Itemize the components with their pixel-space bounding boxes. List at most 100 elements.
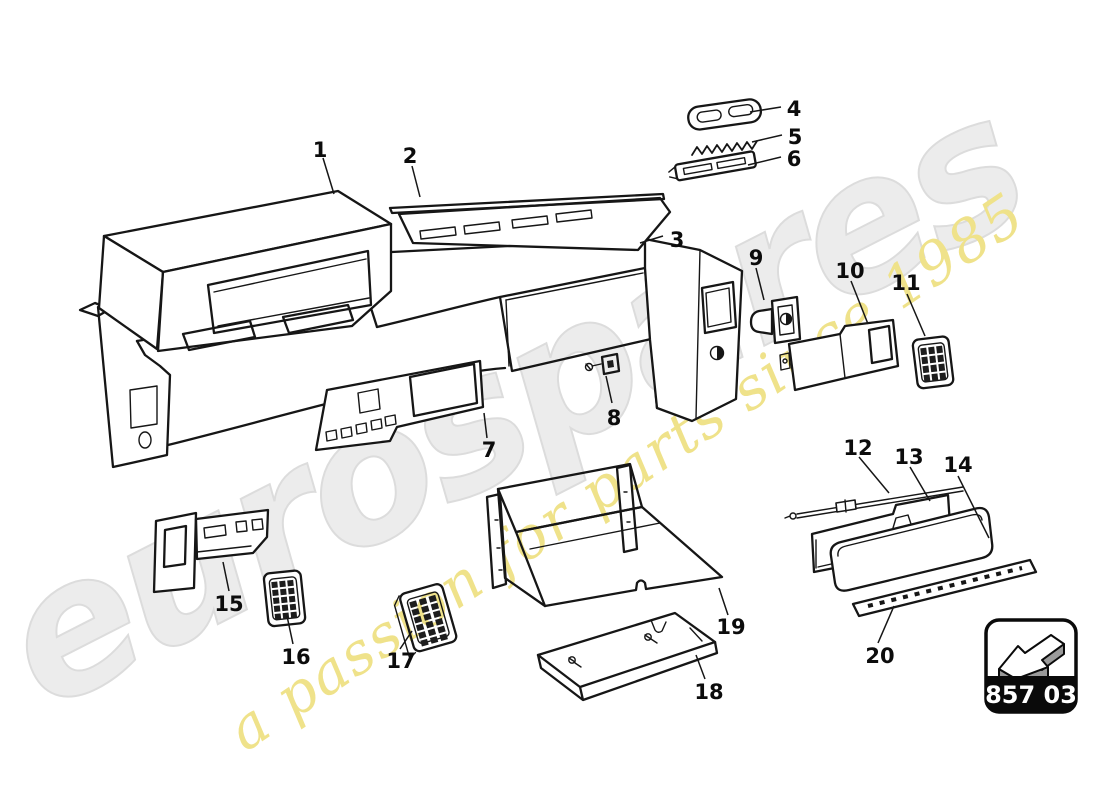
leader-line-13 xyxy=(909,466,931,502)
leader-line-5 xyxy=(751,134,783,143)
grille-cells xyxy=(271,579,298,620)
dash-mid-edge xyxy=(375,295,502,329)
callout-label-3: 3 xyxy=(670,228,685,252)
part-4-vent-trim xyxy=(687,98,763,131)
rod-tip xyxy=(784,515,791,519)
leader-line-19 xyxy=(718,587,729,616)
bracket-window xyxy=(162,524,188,569)
part-17-vent-grille xyxy=(393,583,458,660)
callout-label-4: 4 xyxy=(787,97,802,121)
callout-label-16: 16 xyxy=(281,645,310,669)
mount-strap-right xyxy=(615,463,639,554)
part-11-vent-grille xyxy=(911,335,955,390)
leader-line-2 xyxy=(411,165,421,198)
part-7-switch-panel xyxy=(314,359,485,452)
hinge-strip-body xyxy=(851,558,1038,618)
callout-label-1: 1 xyxy=(313,138,328,162)
grille-cells xyxy=(409,594,448,647)
callout-label-19: 19 xyxy=(716,615,745,639)
switch-hole xyxy=(370,418,383,431)
leader-line-9 xyxy=(755,267,765,301)
radio-window-inner xyxy=(705,287,732,328)
channel-slot xyxy=(682,162,713,176)
opening-inner-top xyxy=(505,272,644,301)
strap-holes xyxy=(623,491,631,523)
part-9-switch-plug xyxy=(749,295,802,345)
leader-line-20 xyxy=(877,605,895,644)
callout-label-17: 17 xyxy=(386,649,415,673)
pad-cushion-line xyxy=(837,513,983,557)
callout-label-20: 20 xyxy=(865,644,894,668)
trim-strip xyxy=(388,192,666,215)
part-12-control-rod xyxy=(784,486,964,520)
opening-inner-left xyxy=(505,299,510,367)
leader-line-6 xyxy=(747,156,782,166)
callout-label-6: 6 xyxy=(787,147,802,171)
lid-notch xyxy=(650,619,667,633)
watermark-brand-text: eurospares xyxy=(0,55,1054,751)
bracket-back-plate xyxy=(152,511,198,594)
defroster-slot xyxy=(463,221,501,235)
lid-crease xyxy=(689,627,703,642)
part-15-bracket-panel xyxy=(152,508,270,594)
opening-lip-top xyxy=(213,258,367,293)
binnacle-front-face xyxy=(156,222,393,353)
bracket-hole xyxy=(251,518,264,531)
switch-hole xyxy=(384,414,397,427)
switch-hole xyxy=(355,422,368,435)
channel-end-prongs xyxy=(668,166,678,180)
callout-label-8: 8 xyxy=(607,406,622,430)
grille-body xyxy=(399,583,458,653)
leader-line-10 xyxy=(850,280,869,325)
leader-line-11 xyxy=(906,293,926,337)
part-2-trim-strip xyxy=(388,192,666,215)
plug-hole-shadow xyxy=(786,313,792,325)
screw-head xyxy=(584,362,594,372)
leg-hole xyxy=(138,431,152,449)
lid-screw xyxy=(644,633,658,644)
callout-label-18: 18 xyxy=(694,680,723,704)
vent-slot xyxy=(696,109,722,123)
leader-lines xyxy=(222,106,990,680)
binnacle-opening xyxy=(206,249,373,335)
leader-line-18 xyxy=(695,654,706,680)
lid-screw xyxy=(568,656,582,668)
watermark: eurospares a passion for parts since 198… xyxy=(0,54,1055,764)
bin-floor-apron xyxy=(514,505,724,608)
callout-label-14: 14 xyxy=(943,453,972,477)
strap-holes xyxy=(494,519,503,571)
callout-label-11: 11 xyxy=(891,271,920,295)
part-1-instrument-binnacle xyxy=(97,189,393,353)
left-leg xyxy=(96,305,172,469)
switch-panel-face xyxy=(314,359,485,452)
part-8-clip xyxy=(584,352,621,376)
callout-label-10: 10 xyxy=(835,259,864,283)
clip-body xyxy=(600,352,621,376)
diagram-line-art xyxy=(78,98,1038,702)
part-19-glovebox-bin xyxy=(485,462,724,608)
pad-body xyxy=(829,506,994,592)
callout-label-13: 13 xyxy=(894,445,923,469)
leader-line-3 xyxy=(639,235,664,244)
leader-line-7 xyxy=(483,412,488,439)
leader-line-17 xyxy=(399,630,413,650)
part-10-side-panel xyxy=(779,318,900,392)
adjuster-tick xyxy=(844,499,847,513)
leader-line-4 xyxy=(749,106,782,113)
lid-thickness xyxy=(536,640,719,702)
callout-label-12: 12 xyxy=(843,436,872,460)
bracket-hole xyxy=(235,520,248,533)
leader-line-1 xyxy=(322,157,335,195)
callout-label-2: 2 xyxy=(403,144,418,168)
callout-label-7: 7 xyxy=(482,438,497,462)
side-panel-window xyxy=(867,324,894,365)
rod-end xyxy=(789,512,797,520)
defroster-slot xyxy=(419,226,457,240)
pad-notch xyxy=(892,514,912,529)
grille-cells xyxy=(920,345,947,383)
callout-label-5: 5 xyxy=(788,125,803,149)
bin-left-wall xyxy=(496,487,547,608)
part-6-channel xyxy=(668,150,757,182)
